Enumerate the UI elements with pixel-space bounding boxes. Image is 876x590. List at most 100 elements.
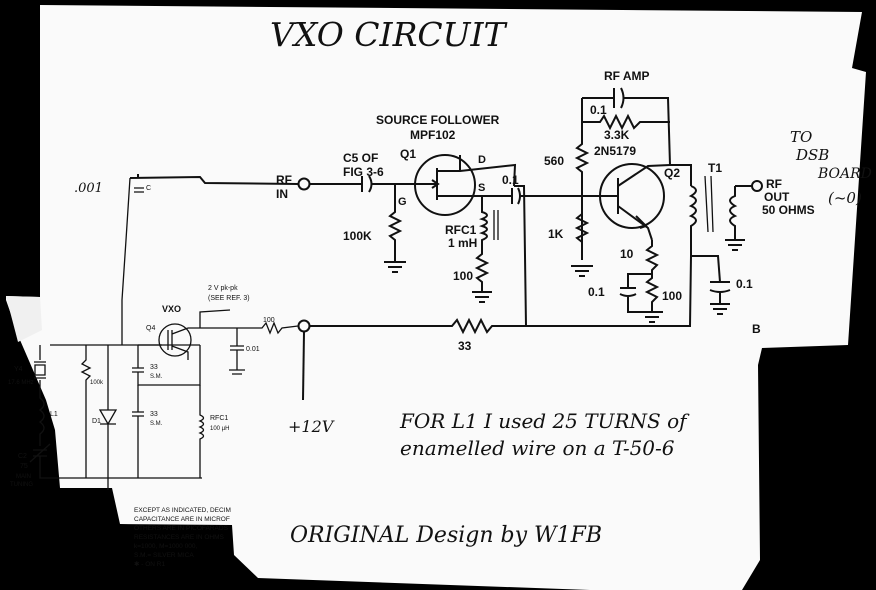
vxo-r100-label: 100 [263,317,275,324]
c33b-label-1: 33 [150,411,158,418]
vxo-note-2: (SEE REF. 3) [208,295,250,302]
rf-amp-fb-cap [582,87,671,166]
t1-primary [688,185,697,256]
c2-label-1: C2 [18,453,27,460]
c2-label-4: TUNING [10,482,33,488]
emitter-cap-label: 0.1 [588,285,605,299]
q1-channel [436,155,517,200]
c5-label-1: C5 OF [343,151,378,165]
vxo-c001-label: 0.01 [246,346,260,353]
q2-ref: Q2 [664,166,680,180]
note-line: k=1000, M=1000 000, [134,543,197,550]
vxo-rfc1-label-1: RFC1 [210,415,228,422]
q1-gate-label: G [398,196,407,208]
vxo-top-cap-label: C [146,185,151,192]
l1-label: L1 [50,411,58,418]
q1-drain-label: D [478,154,486,166]
b-label: B [752,322,761,336]
l1-note-line2: enamelled wire on a T-50-6 [400,436,675,460]
note-line: RESISTANCES ARE IN OHMS [134,534,224,541]
rfc1-label-1: RFC1 [445,223,477,237]
vxo-title: VXO [162,304,181,314]
d1-label: D1 [92,418,101,425]
q2-leads [582,164,692,241]
vxo-top-cap [134,187,144,193]
title: VXO CIRCUIT [270,15,509,54]
rf-out-label-3: 50 OHMS [762,203,815,217]
note-line: OTHERS ARE IN PICOFARADS [134,525,229,532]
note-line: EXCEPT AS INDICATED, DECIM [134,507,231,514]
q1-ref: Q1 [400,147,416,161]
bus-12v [309,255,692,335]
c001-handwritten: .001 [74,181,103,196]
rf-in-label-1: RF [276,173,292,187]
c33a-label-2: S.M. [150,374,163,380]
rfc1-label-2: 1 mH [448,236,477,250]
rf-amp-res-label: 3.3K [604,128,630,142]
c5-label-2: FIG 3-6 [343,165,384,179]
note-line: CAPACITANCE ARE IN MICROF [134,516,230,523]
to-board-2: DSB [795,146,829,164]
vxo-rfc1 [198,385,205,478]
vxo-100k [80,345,92,478]
vxo-c33a [132,345,201,386]
vxo-100k-label: 100k [90,380,104,386]
rf-in-label-2: IN [276,187,288,201]
vxo-bus [50,344,202,490]
c-out-label: 0.1 [502,173,519,187]
vxo-rfc1-label-2: 100 µH [210,426,229,432]
r33-label: 33 [458,339,472,353]
t1-bypass-label: 0.1 [736,277,753,291]
rf-amp-title: RF AMP [604,69,650,83]
paper-fold [6,296,42,342]
r10-label: 10 [620,247,634,261]
source-follower-part: MPF102 [410,128,456,142]
rfc1-choke [472,196,492,303]
source-follower-title: SOURCE FOLLOWER [376,113,500,127]
q1-symbol [414,154,476,216]
q2-arrow [635,215,648,229]
rf-amp-part: 2N5179 [594,144,636,158]
rf-out-label-2: OUT [764,190,790,204]
r1k-label: 1K [548,227,564,241]
c2-label-3: MAIN [16,474,31,480]
paper-main [6,5,866,590]
r100k-label: 100K [343,229,372,243]
drain-wire [514,185,527,327]
to-board-1: TO [790,128,812,146]
rf-amp-cap-label: 0.1 [590,103,607,117]
t1-core [704,175,714,233]
c2-trimmer [29,443,51,479]
rfc1-core [493,210,499,240]
notes-block: EXCEPT AS INDICATED, DECIM CAPACITANCE A… [134,507,231,568]
q1-source-label: S [478,182,485,194]
vxo-left-wire [121,177,131,345]
bus-terminal [297,319,311,333]
vxo-d1 [98,345,118,478]
r100k-wire [384,184,406,273]
r100-source-label: 100 [453,269,473,283]
q4-leads [167,327,189,360]
credit-note: ORIGINAL Design by W1FB [290,523,602,548]
to-board-3: BOARD [817,166,872,182]
note-line: ✱ - ON R1 [134,560,165,568]
c33b-label-2: S.M. [150,421,163,427]
rf-in-wire [129,174,299,185]
t1-secondary [725,185,752,251]
l1-note-line1: FOR L1 I used 25 TURNS of [399,409,690,433]
source-wire [478,187,582,205]
to-board-4: (~0) [828,189,862,207]
vxo-bypass-cap [229,328,245,375]
r560-wire [571,98,593,277]
rf-out-terminal [751,180,763,192]
c5-wire [310,175,432,193]
r100-emitter-label: 100 [662,289,682,303]
vxo-note-1: 2 V pk-pk [208,285,238,292]
r560-label: 560 [544,154,564,168]
v12-lead [302,331,305,401]
v12-label: +12V [288,417,335,436]
y4-label-2: 17.6 MHz [8,380,34,386]
rf-in-terminal [297,177,311,191]
t1-label: T1 [708,161,722,175]
